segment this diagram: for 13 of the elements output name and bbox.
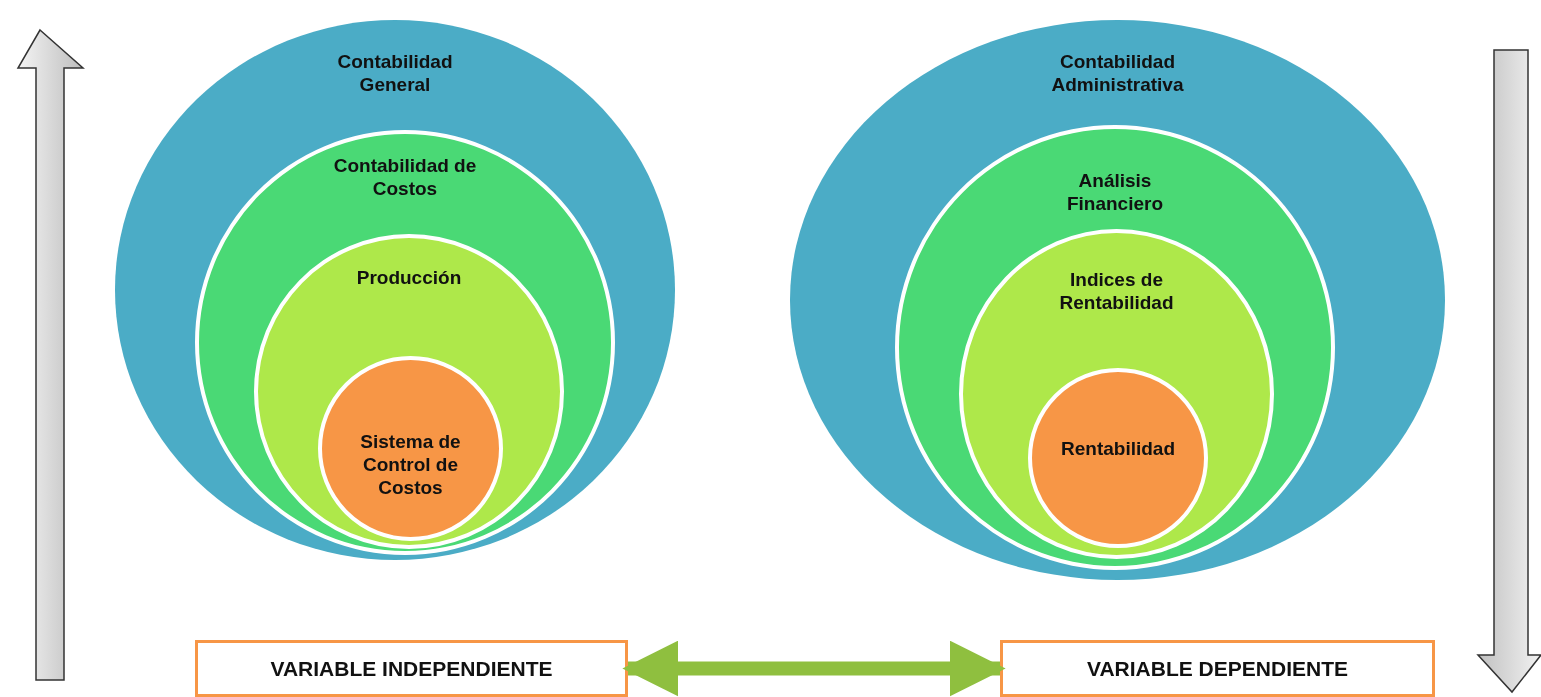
circle-label: Contabilidad de Costos xyxy=(332,154,478,200)
box-label: VARIABLE DEPENDIENTE xyxy=(1087,656,1348,681)
circle-label: Análisis Financiero xyxy=(1065,169,1165,215)
variable-box xyxy=(1000,640,1435,697)
circle-label: Indices de Rentabilidad xyxy=(1058,268,1175,314)
circle-label: Producción xyxy=(355,266,463,289)
variable-box xyxy=(195,640,628,697)
circle-label: Contabilidad Administrativa xyxy=(1050,50,1185,96)
box-label: VARIABLE INDEPENDIENTE xyxy=(270,656,553,681)
circle-label: Contabilidad General xyxy=(336,50,454,96)
double-arrow xyxy=(622,640,1006,697)
circle-label: Rentabilidad xyxy=(1060,437,1176,460)
circle-label: Sistema de Control de Costos xyxy=(359,430,462,499)
